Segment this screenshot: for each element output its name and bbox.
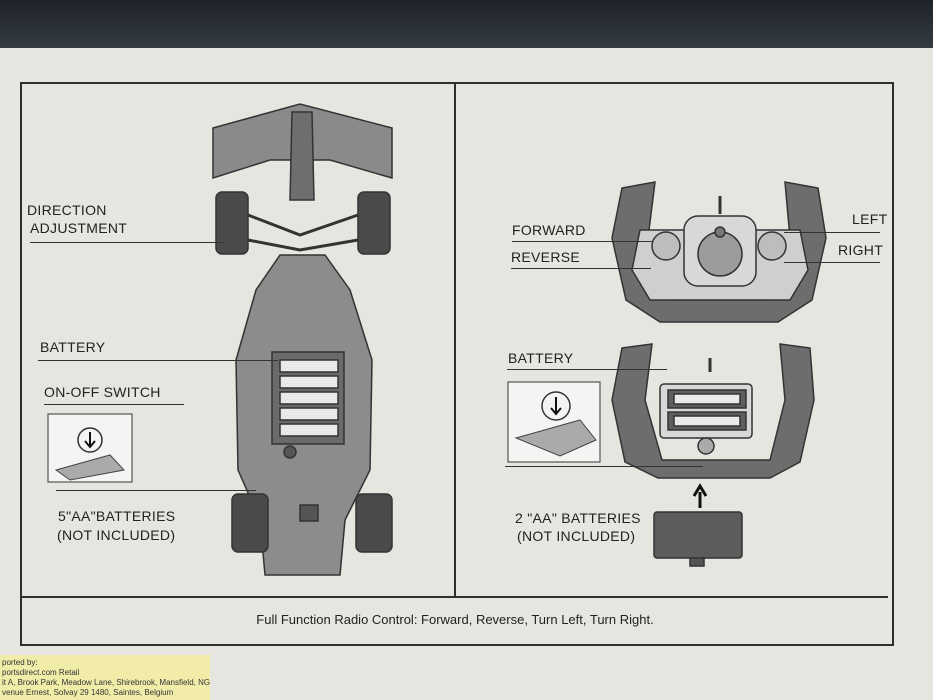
reverse-label: REVERSE (511, 249, 581, 265)
left-label: LEFT (852, 211, 888, 227)
car-batteries-label-line2: (NOT INCLUDED) (57, 527, 176, 543)
left-right-button (757, 231, 787, 261)
remote-switch-inset (507, 381, 601, 463)
rear-left-wheel (215, 191, 249, 255)
remote-batteries-label-line1: 2 "AA" BATTERIES (515, 510, 641, 526)
product-box-panel (0, 48, 933, 700)
forward-reverse-button (651, 231, 681, 261)
importer-line2: portsdirect.com Retail (2, 668, 80, 677)
remote-on-off-switch (697, 437, 715, 455)
feature-caption: Full Function Radio Control: Forward, Re… (256, 612, 654, 627)
diagram-frame (20, 82, 894, 646)
panel-divider (454, 84, 456, 596)
car-switch-inset (47, 413, 133, 483)
car-on-off-switch (283, 445, 297, 459)
car-batteries-label-line1: 5"AA"BATTERIES (58, 508, 176, 524)
car-batteries-leader (56, 490, 256, 491)
importer-line1: ported by: (2, 658, 38, 667)
remote-battery-label: BATTERY (508, 350, 574, 366)
on-off-leader (44, 404, 184, 405)
remote-battery-leader (507, 369, 667, 370)
direction-label-line1: DIRECTION (27, 202, 107, 218)
forward-leader (512, 241, 652, 242)
remote-batteries-label-line2: (NOT INCLUDED) (517, 528, 636, 544)
direction-label-line2: ADJUSTMENT (30, 220, 128, 236)
remote-bottom-illustration (611, 343, 815, 567)
rear-right-wheel (357, 191, 391, 255)
remote-switch-leader (505, 466, 703, 467)
caption-divider (22, 596, 888, 598)
left-leader (784, 232, 880, 233)
car-battery-leader (38, 360, 278, 361)
forward-label: FORWARD (512, 222, 586, 238)
front-right-wheel (355, 493, 393, 553)
right-label: RIGHT (838, 242, 884, 258)
remote-top-illustration (611, 181, 827, 323)
right-leader (784, 262, 880, 263)
battery-cover (653, 511, 743, 559)
importer-line3: it A, Brook Park, Meadow Lane, Shirebroo… (2, 678, 210, 687)
front-left-wheel (231, 493, 269, 553)
on-off-switch-label: ON-OFF SWITCH (44, 384, 161, 400)
reverse-leader (511, 268, 651, 269)
importer-sticker: ported by: portsdirect.com Retail it A, … (0, 655, 210, 700)
car-battery-label: BATTERY (40, 339, 106, 355)
direction-leader (30, 242, 225, 243)
importer-line4: venue Ernest, Solvay 29 1480, Saintes, B… (2, 688, 174, 697)
rc-car-illustration (212, 103, 393, 576)
